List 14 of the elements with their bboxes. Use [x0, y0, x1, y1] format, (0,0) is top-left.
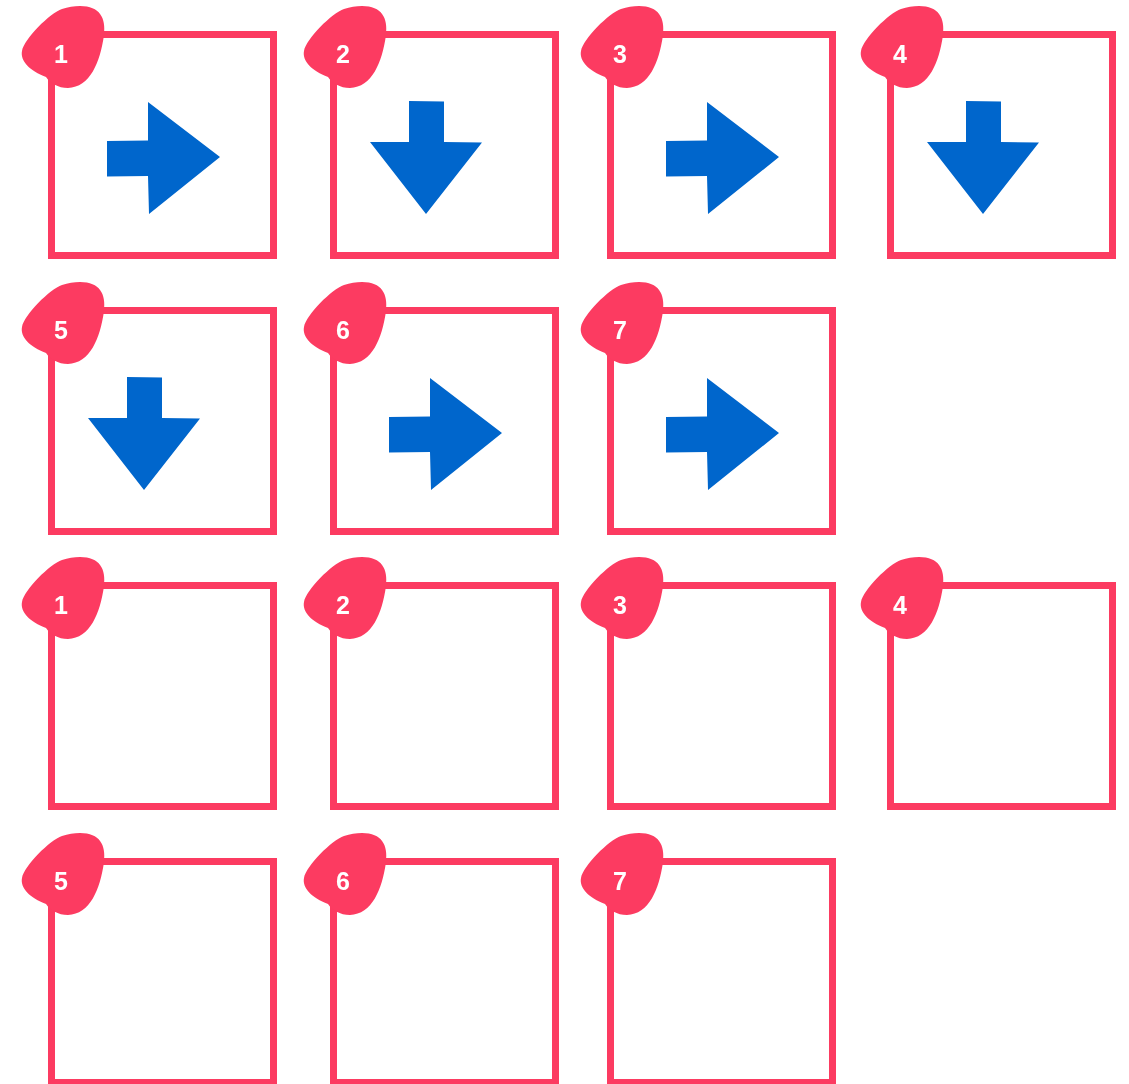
step-number: 3: [613, 42, 627, 67]
step-number: 6: [336, 869, 350, 894]
step-number: 5: [54, 318, 68, 343]
step-number: 1: [54, 593, 68, 618]
step-number: 2: [336, 593, 350, 618]
step-number: 5: [54, 869, 68, 894]
step-number: 1: [54, 42, 68, 67]
step-number: 3: [613, 593, 627, 618]
step-number: 2: [336, 42, 350, 67]
step-number: 6: [336, 318, 350, 343]
step-number: 7: [613, 869, 627, 894]
step-number: 4: [893, 42, 907, 67]
step-number: 4: [893, 593, 907, 618]
step-number: 7: [613, 318, 627, 343]
